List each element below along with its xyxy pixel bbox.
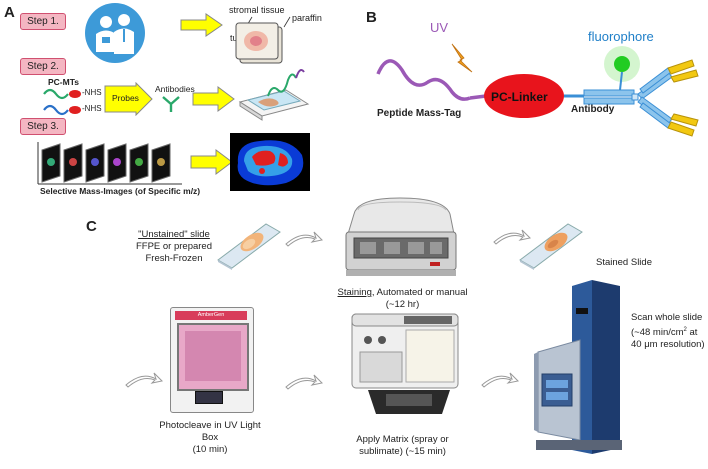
fluorophore-label: fluorophore [588,29,654,44]
apply-matrix-caption: Apply Matrix (spray or sublimate) (~15 m… [340,434,465,458]
photocleave-caption: Photocleave in UV Light Box (10 min) [145,420,275,456]
probes-arrow-icon [104,82,153,116]
unstained-line3: Fresh-Frozen [145,253,203,264]
unstained-title: "Unstained" slide [138,229,210,240]
staining-machine-icon [345,197,457,276]
antibody-label: Antibody [571,104,615,115]
staining-rest: , Automated or manual [371,287,468,298]
scan-line3: 40 μm resolution) [631,339,705,351]
selective-mass-images-caption: Selective Mass-Images (of Specific m/z) [40,186,201,196]
curved-arrow-4-icon [285,374,324,390]
panel-a-letter: A [4,4,15,21]
tissue-block-icon [235,16,291,64]
peptide-linker-connector [469,94,487,100]
fluorophore-dot [614,56,630,72]
antibody-small-icon [162,96,180,112]
mass-image-result-icon [230,133,310,191]
stromal-tissue-label: stromal tissue [229,5,285,15]
doctors-icon [85,3,145,63]
probes-label: Probes [112,93,139,103]
step-1-label: Step 1. [20,13,66,30]
mass-image-stack-icon [37,142,182,185]
staining-word: Staining [337,287,372,298]
curved-arrow-1-icon [285,231,324,247]
unstained-slide-caption: "Unstained" slide FFPE or prepared Fresh… [129,229,219,265]
staining-caption: Staining, Automated or manual (~12 hr) [330,287,475,311]
staining-time: (~12 hr) [385,299,420,310]
scan-line2a: (~48 min/cm [631,327,684,339]
photocleave-line3: (10 min) [192,444,228,455]
nhs-label-1: -NHS [82,88,102,97]
photocleave-line2: Box [201,432,219,443]
step2-arrow-icon [192,86,235,112]
mass-spec-scanner-icon [534,280,622,454]
step3-arrow-icon [190,149,233,175]
uv-box-control-panel [195,391,223,404]
matrix-line1: Apply Matrix (spray or [356,434,449,445]
panel-b-construct [376,43,699,137]
step-3-label: Step 3. [20,118,66,135]
matrix-line2: sublimate) (~15 min) [359,446,446,457]
curved-arrow-3-icon [125,372,164,388]
pc-linker-ellipse [484,74,564,118]
panel-c-letter: C [86,218,97,235]
peptide-mass-tag-strand [376,59,471,101]
pc-linker-label: PC-Linker [491,90,548,104]
probe-slide-icon [238,69,310,121]
matrix-sprayer-icon [351,313,459,414]
unstained-slide-icon [217,223,281,270]
nhs-label-2: -NHS [82,104,102,113]
step1-arrow-icon [180,13,223,37]
stained-slide-caption: Stained Slide [596,257,652,268]
scan-line2b: at [686,327,698,339]
photocleave-line1: Photocleave in UV Light [159,420,261,431]
antibody-shape [583,59,699,137]
scan-line2-superscript: 2 [683,327,687,333]
uv-light-box: AmberGen [170,307,254,413]
antibodies-label: Antibodies [155,84,195,94]
unstained-line2: FFPE or prepared [135,241,213,252]
curved-arrow-5-icon [481,372,520,388]
uv-label: UV [430,20,449,35]
step-2-label: Step 2. [20,58,66,75]
uv-box-brand: AmberGen [175,311,247,320]
stained-slide-icon [519,223,583,270]
uv-bolt-icon [451,43,473,73]
pc-mts-label: PC-MTs [48,77,80,87]
curved-arrow-2-icon [493,229,532,245]
paraffin-label: paraffin [292,13,322,23]
panel-b-letter: B [366,9,377,26]
uv-box-window [177,323,249,391]
pc-mts-icon [43,88,81,116]
peptide-mass-tag-label: Peptide Mass-Tag [377,108,462,119]
scan-caption: Scan whole slide (~48 min/cm2 at 40 μm r… [631,312,705,351]
scan-line1: Scan whole slide [631,312,703,323]
uv-box-interior [185,331,241,381]
